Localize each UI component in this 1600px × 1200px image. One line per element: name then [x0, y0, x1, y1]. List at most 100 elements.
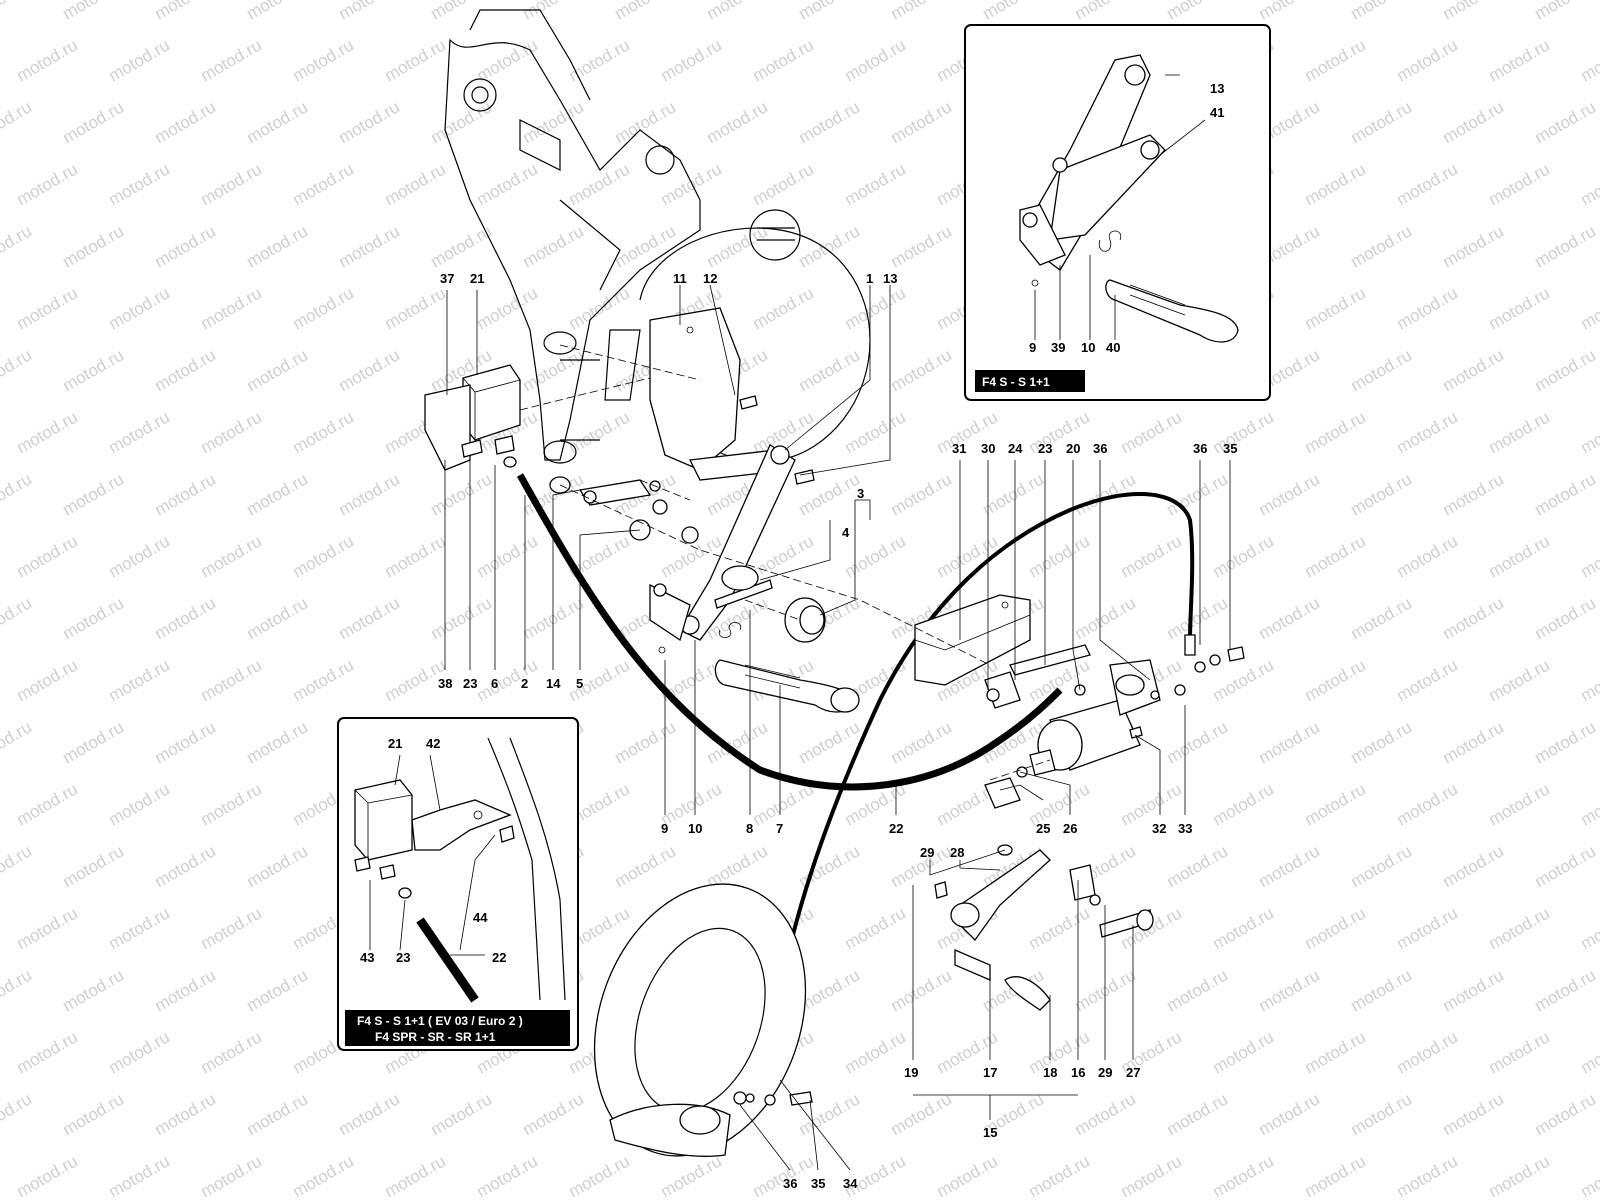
callout: 36 — [1093, 441, 1107, 456]
watermark-text: motod.ru — [887, 345, 955, 395]
inset-footpeg-bracket — [964, 24, 1271, 401]
watermark-text: motod.ru — [1301, 407, 1369, 457]
watermark-text: motod.ru — [1393, 903, 1461, 953]
watermark-text: motod.ru — [1485, 531, 1553, 581]
watermark-text: motod.ru — [1255, 965, 1323, 1015]
watermark-text: motod.ru — [1577, 1151, 1600, 1200]
inset-top-tag: F4 S - S 1+1 — [982, 375, 1050, 389]
watermark-text: motod.ru — [335, 0, 403, 23]
watermark-text: motod.ru — [59, 469, 127, 519]
watermark-text: motod.ru — [1255, 717, 1323, 767]
inset-reservoir-variant — [337, 717, 579, 1051]
watermark-text: motod.ru — [151, 841, 219, 891]
watermark-text: motod.ru — [887, 97, 955, 147]
callout-labels: 37 21 11 12 1 13 38 23 6 2 14 5 3 4 9 10… — [357, 81, 1237, 1191]
watermark-text: motod.ru — [1531, 221, 1599, 271]
watermark-text: motod.ru — [1439, 593, 1507, 643]
watermark-text: motod.ru — [1163, 717, 1231, 767]
callout: 35 — [811, 1176, 825, 1191]
watermark-text: motod.ru — [1071, 0, 1139, 23]
watermark-text: motod.ru — [105, 159, 173, 209]
watermark-text: motod.ru — [1209, 407, 1277, 457]
watermark-text: motod.ru — [13, 1151, 81, 1200]
watermark-text: motod.ru — [795, 0, 863, 23]
callout: 30 — [981, 441, 995, 456]
callout: 42 — [426, 736, 440, 751]
callout: 33 — [1178, 821, 1192, 836]
brake-reservoir — [424, 364, 521, 471]
watermark-text: motod.ru — [841, 159, 909, 209]
watermark-text: motod.ru — [887, 1089, 955, 1139]
watermark-text: motod.ru — [1025, 407, 1093, 457]
watermark-text: motod.ru — [151, 97, 219, 147]
watermark-text: motod.ru — [13, 655, 81, 705]
watermark-text: motod.ru — [13, 779, 81, 829]
callout: 9 — [661, 821, 668, 836]
watermark-text: motod.ru — [1439, 97, 1507, 147]
callout: 23 — [463, 676, 477, 691]
brake-pedal — [934, 844, 1154, 1011]
watermark-text: motod.ru — [59, 97, 127, 147]
watermark-text: motod.ru — [1347, 1089, 1415, 1139]
watermark-text: motod.ru — [1577, 283, 1600, 333]
watermark-text: motod.ru — [59, 717, 127, 767]
watermark-text: motod.ru — [1163, 0, 1231, 23]
watermark-text: motod.ru — [1577, 159, 1600, 209]
watermark-text: motod.ru — [59, 593, 127, 643]
watermark-text: motod.ru — [197, 35, 265, 85]
callout: 23 — [396, 950, 410, 965]
watermark-text: motod.ru — [151, 469, 219, 519]
callout: 28 — [950, 845, 964, 860]
callout: 1 — [866, 271, 873, 286]
watermark-text: motod.ru — [1485, 1027, 1553, 1077]
watermark-text: motod.ru — [657, 35, 725, 85]
watermark-text: motod.ru — [1393, 283, 1461, 333]
watermark-text: motod.ru — [1439, 841, 1507, 891]
watermark-text: motod.ru — [335, 593, 403, 643]
watermark-text: motod.ru — [611, 841, 679, 891]
callout: 36 — [1193, 441, 1207, 456]
callout: 18 — [1043, 1065, 1057, 1080]
callout: 41 — [1210, 105, 1224, 120]
watermark-text: motod.ru — [1347, 965, 1415, 1015]
master-cylinder — [984, 644, 1245, 809]
watermark-text: motod.ru — [519, 97, 587, 147]
callout: 22 — [492, 950, 506, 965]
callout: 13 — [1210, 81, 1224, 96]
watermark-text: motod.ru — [13, 35, 81, 85]
watermark-text: motod.ru — [1163, 841, 1231, 891]
watermark-text: motod.ru — [611, 97, 679, 147]
watermark-text: motod.ru — [1393, 1151, 1461, 1200]
watermark-text: motod.ru — [0, 345, 35, 395]
watermark-text: motod.ru — [1117, 1151, 1185, 1200]
watermark-text: motod.ru — [243, 965, 311, 1015]
watermark-text: motod.ru — [1025, 531, 1093, 581]
watermark-text: motod.ru — [243, 345, 311, 395]
watermark-text: motod.ru — [0, 469, 35, 519]
callout: 27 — [1126, 1065, 1140, 1080]
callout: 7 — [776, 821, 783, 836]
watermark-text: motod.ru — [1255, 469, 1323, 519]
watermark-text: motod.ru — [1393, 779, 1461, 829]
watermark-text: motod.ru — [1531, 97, 1599, 147]
callout: 8 — [746, 821, 753, 836]
watermark-text: motod.ru — [289, 407, 357, 457]
callout: 43 — [360, 950, 374, 965]
watermark-text: motod.ru — [243, 717, 311, 767]
watermark-text: motod.ru — [243, 841, 311, 891]
watermark-text: motod.ru — [0, 0, 35, 23]
watermark-text: motod.ru — [1255, 1089, 1323, 1139]
callout: 15 — [983, 1125, 997, 1140]
watermark-text: motod.ru — [1209, 1151, 1277, 1200]
watermark-text: motod.ru — [335, 221, 403, 271]
watermark-text: motod.ru — [887, 717, 955, 767]
dashed-connector-lines — [519, 344, 1051, 781]
watermark-text: motod.ru — [1485, 1151, 1553, 1200]
watermark-text: motod.ru — [197, 1151, 265, 1200]
watermark-text: motod.ru — [1301, 1027, 1369, 1077]
callout: 12 — [703, 271, 717, 286]
watermark-text: motod.ru — [979, 469, 1047, 519]
watermark-text: motod.ru — [1439, 469, 1507, 519]
watermark-text: motod.ru — [1255, 841, 1323, 891]
watermark-text: motod.ru — [1439, 717, 1507, 767]
